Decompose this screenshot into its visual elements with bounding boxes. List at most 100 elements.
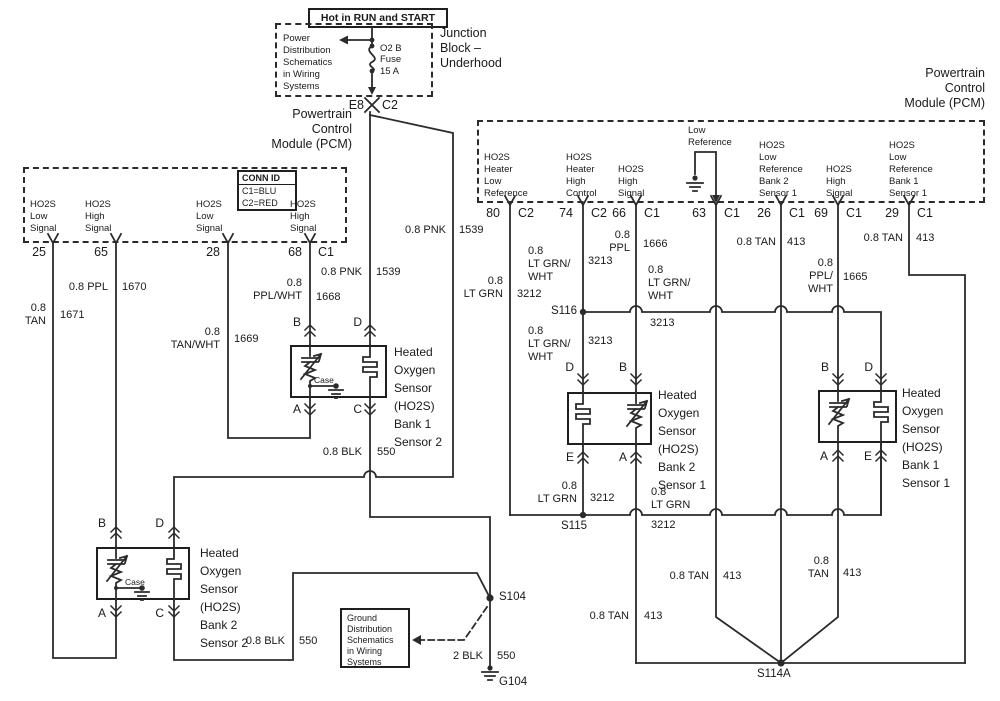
pcm-right-pin-80-label: HO2S Heater Low Reference — [484, 152, 528, 199]
wire-3213b-num: 3213 — [588, 335, 613, 347]
splice-s115: S115 — [561, 520, 588, 532]
s116-branch — [582, 305, 882, 391]
wire-550b-num: 550 — [299, 635, 318, 647]
wire-550-b2s2 — [173, 572, 492, 661]
wire-413-pin26-color: 0.8 TAN — [736, 236, 776, 248]
wire-3213a-num: 3213 — [588, 255, 613, 267]
pcm-right-pin-66: 66 — [612, 206, 626, 220]
pcm-left-pin-25: 25 — [32, 245, 46, 259]
wire-3213c-color: 0.8 LT GRN/ WHT — [648, 264, 691, 302]
heater-element-icon-b2s1 — [575, 391, 591, 446]
b2s1-pin-b: B — [618, 360, 627, 374]
wire-550c-color: 2 BLK — [453, 650, 483, 662]
junction-block-box — [275, 23, 433, 97]
sensor-box-bank2-sensor2 — [96, 547, 190, 600]
wire-550a-color: 0.8 BLK — [322, 446, 362, 458]
wire-1670-color: 0.8 PPL — [68, 281, 108, 293]
dashed-ref-line — [420, 605, 489, 641]
pcm-left-pin-68: 68 — [288, 245, 302, 259]
pcm-right-pin-66-label: HO2S High Signal — [618, 164, 645, 199]
wire-3212a-color: 0.8 LT GRN — [463, 275, 503, 300]
heater-element-icon-b2s2 — [166, 546, 182, 601]
pcm-low-ref-wire — [694, 151, 717, 197]
splice-s104: S104 — [499, 591, 526, 603]
ground-dot-g104 — [487, 665, 493, 671]
wire-413-b1s1-color: 0.8 TAN — [807, 555, 829, 580]
pcm-right-pin-74: 74 — [559, 206, 573, 220]
ground-icon-g104 — [481, 671, 499, 681]
pcm-right-pin-63: 63 — [692, 206, 706, 220]
wire-1671-color: 0.8 TAN — [24, 302, 46, 327]
pcm-right-box — [477, 120, 985, 203]
pcm-right-pin-80-conn: C2 — [518, 206, 534, 220]
b1s2-pin-c: C — [353, 402, 362, 416]
b2s2-pin-c: C — [155, 606, 164, 620]
wire-413-pin29-num: 413 — [916, 232, 935, 244]
splice-dot-s114a — [777, 659, 785, 667]
b1s1-pin-e: E — [863, 449, 872, 463]
arrow-down-low-ref — [712, 195, 720, 203]
b2s1-pin-e: E — [565, 450, 574, 464]
wire-1539b-num: 1539 — [459, 224, 484, 236]
pcm-right-pin-69-label: HO2S High Signal — [826, 164, 853, 199]
b2s1-pin-d: D — [565, 360, 574, 374]
b1s2-pin-d: D — [353, 315, 362, 329]
wire-1666-num: 1666 — [643, 238, 668, 250]
fuse-icon — [368, 44, 376, 73]
b1s2-pin-a: A — [292, 402, 301, 416]
pcm-left-pin-28-label: HO2S Low Signal — [196, 199, 223, 234]
wire-3212b-color: 0.8 LT GRN — [537, 480, 577, 505]
wire-1669 — [227, 242, 311, 439]
wire-413-pin63-num: 413 — [723, 570, 742, 582]
wire-413-b2s1-num: 413 — [644, 610, 663, 622]
b2s2-pin-b: B — [97, 516, 106, 530]
b1s2-pin-b: B — [292, 315, 301, 329]
pnk-wire-to-b2s2 — [173, 113, 454, 548]
pcm-right-title: Powertrain Control Module (PCM) — [904, 66, 985, 110]
wire-1670-num: 1670 — [122, 281, 147, 293]
b2s2-pin-a: A — [97, 606, 106, 620]
splice-s116: S116 — [550, 305, 577, 317]
wire-3213c-num: 3213 — [650, 317, 675, 329]
wire-1539a-num: 1539 — [376, 266, 401, 278]
arrow-left-power-dist — [339, 35, 348, 45]
wire-413-b2s1-color: 0.8 TAN — [589, 610, 629, 622]
pcm-left-pin-65: 65 — [94, 245, 108, 259]
arrow-down-fuse — [368, 87, 376, 95]
pcm-right-pin-29-label: HO2S Low Reference Bank 1 Sensor 1 — [889, 140, 933, 199]
wire-3212c-num: 3212 — [651, 519, 676, 531]
b2s2-case-label: Case — [125, 577, 145, 587]
pcm-left-pin-68-conn: C1 — [318, 245, 334, 259]
pcm-right-pin-69-conn: C1 — [846, 206, 862, 220]
s115-branch — [509, 442, 882, 516]
wire-1668-num: 1668 — [316, 291, 341, 303]
fuse-label: O2 B Fuse 15 A — [380, 43, 402, 77]
wire-413-pin29-color: 0.8 TAN — [863, 232, 903, 244]
conn-id-c1: C1=BLU — [242, 186, 277, 196]
pcm-pin-connector-icons — [46, 194, 916, 245]
splice-dot-s116 — [579, 308, 587, 316]
wire-1666-color: 0.8 PPL — [609, 229, 630, 254]
case-ground-dot-b2s2 — [139, 585, 145, 591]
sensor-name-bank1-sensor1: Heated Oxygen Sensor (HO2S) Bank 1 Senso… — [902, 386, 951, 490]
wire-1665-num: 1665 — [843, 271, 868, 283]
case-dot-b1s2 — [308, 384, 312, 388]
pcm-right-pin-29-conn: C1 — [917, 206, 933, 220]
sensor-name-bank2-sensor1: Heated Oxygen Sensor (HO2S) Bank 2 Senso… — [658, 388, 707, 492]
sensor-box-bank1-sensor1 — [818, 390, 897, 443]
pcm-right-pin-66-conn: C1 — [644, 206, 660, 220]
sensor-element-icon-b2s2 — [105, 546, 150, 601]
wire-3213b-color: 0.8 LT GRN/ WHT — [528, 325, 571, 363]
wire-550b-color: 0.8 BLK — [245, 635, 285, 647]
b1s1-pin-a: A — [819, 449, 828, 463]
inline-connector-icons — [109, 323, 888, 619]
case-dot-b2s2 — [114, 586, 118, 590]
connector-e8: E8 — [348, 98, 364, 112]
sensor-element-icon-b1s2 — [299, 344, 344, 399]
pcm-right-pin-69: 69 — [814, 206, 828, 220]
b2s2-pin-d: D — [155, 516, 164, 530]
pcm-right-pin-26-conn: C1 — [789, 206, 805, 220]
wire-1539a-color: 0.8 PNK — [321, 266, 362, 278]
wire-550c-num: 550 — [497, 650, 516, 662]
wire-1539b-color: 0.8 PNK — [405, 224, 446, 236]
